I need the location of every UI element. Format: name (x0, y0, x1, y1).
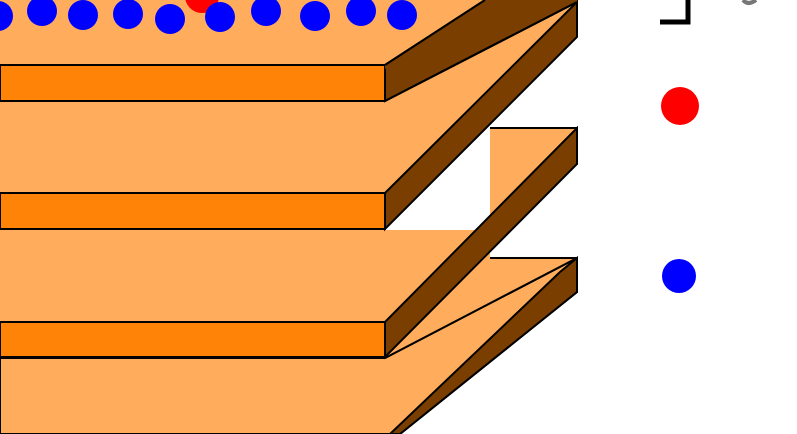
blue-particle (205, 2, 235, 32)
blue-particle (251, 0, 281, 26)
legend-bracket-icon (660, 0, 691, 25)
layer-3 (0, 125, 578, 360)
layer-2-front-face (0, 192, 386, 230)
blue-particle (27, 0, 57, 26)
layer-1-side-bottom-edge (384, 1, 578, 102)
layer-1-front-face (0, 64, 386, 102)
blue-particle (346, 0, 376, 26)
layer-2-side-face (384, 0, 578, 232)
legend (660, 0, 758, 293)
surface-particles (0, 0, 417, 34)
layer-1-top-diagonal-edge (384, 0, 486, 66)
blue-particle (113, 0, 143, 29)
layer-3-front-face (0, 321, 386, 358)
blue-particle (0, 1, 13, 31)
blue-particle (387, 0, 417, 30)
blue-particle (155, 4, 185, 34)
layer-4-side-face (388, 255, 578, 434)
layer-3-side-face (384, 125, 578, 360)
legend-red-particle-icon (661, 87, 699, 125)
blue-particle (68, 0, 98, 30)
blue-particle (300, 1, 330, 31)
layer-4-diagonal-edge (384, 257, 578, 359)
legend-blue-particle-icon (662, 259, 696, 293)
legend-symbol-fragment-icon (741, 0, 758, 5)
